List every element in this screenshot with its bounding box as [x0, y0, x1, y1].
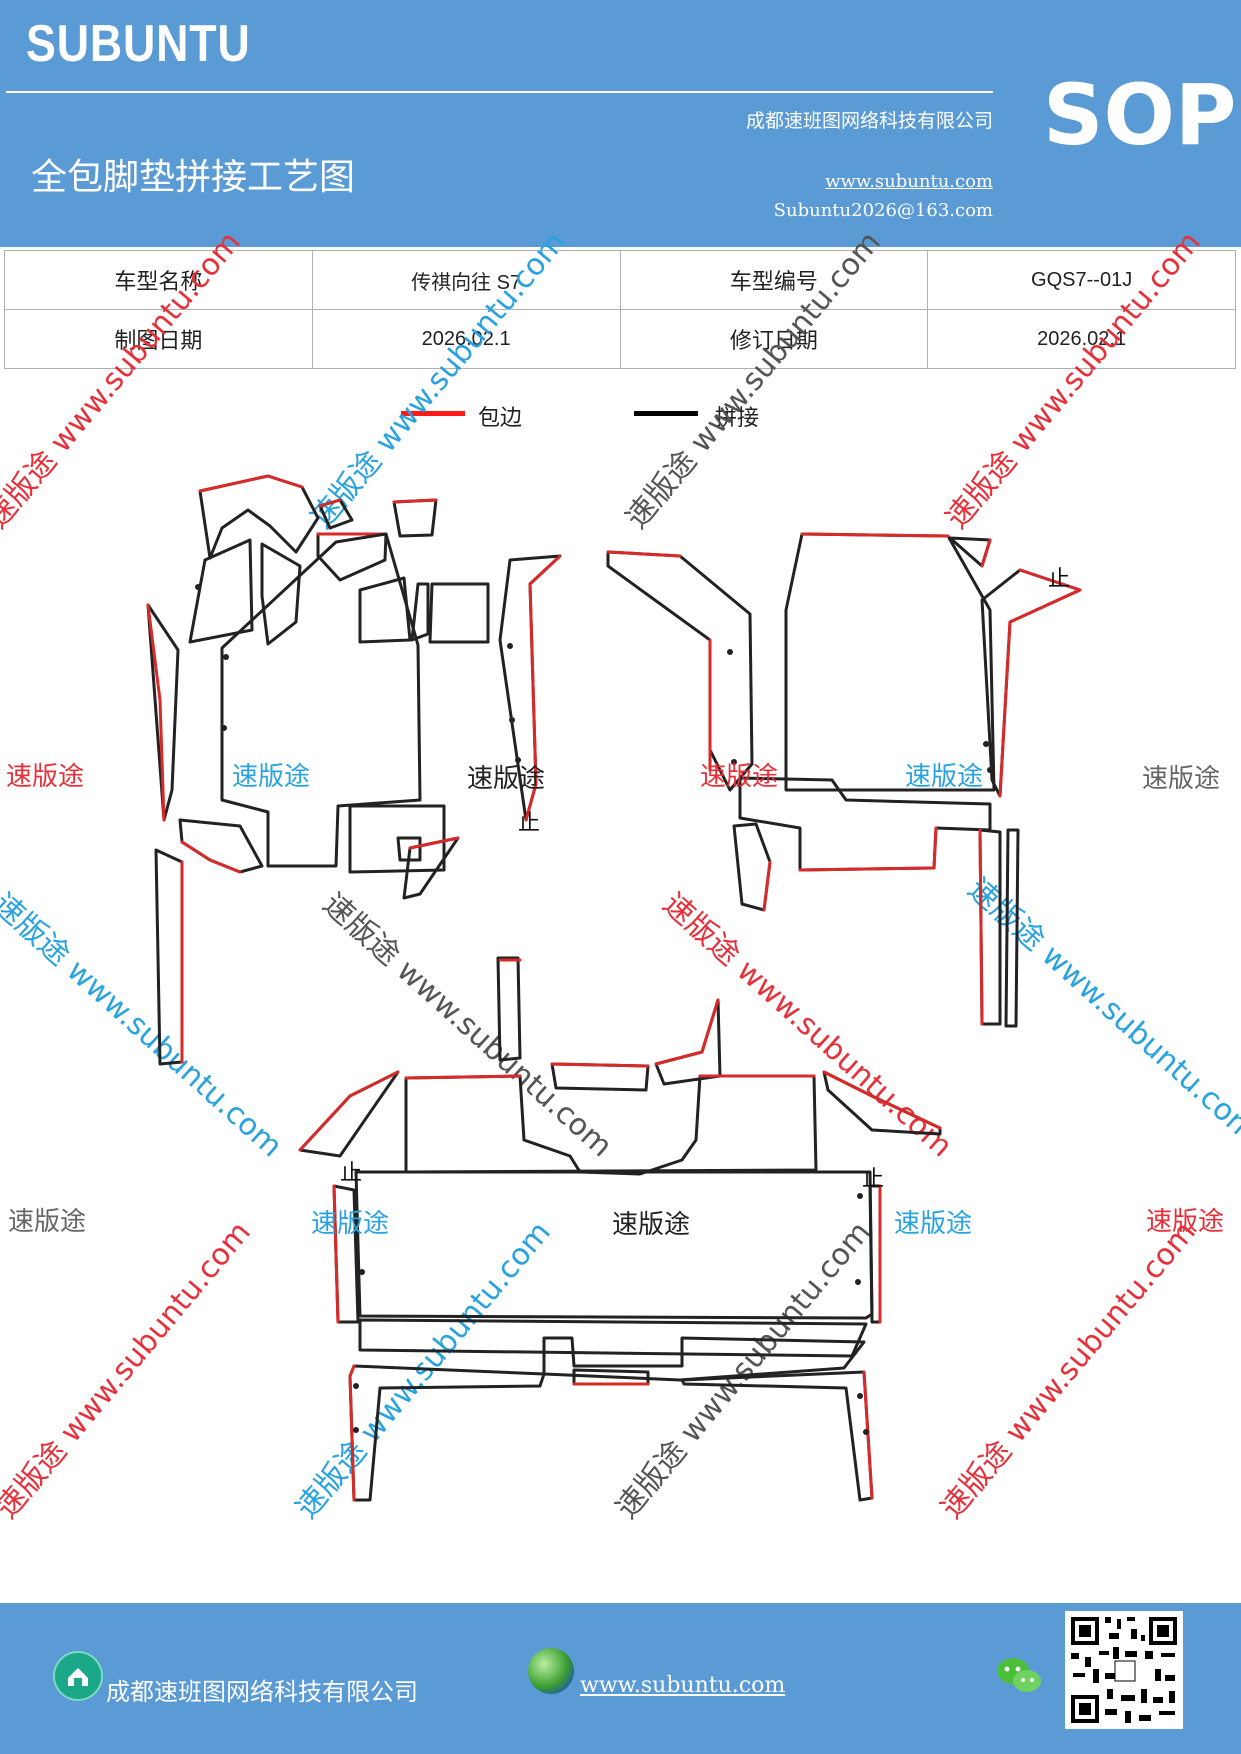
watermark-brand: 速版途 [1146, 1207, 1225, 1237]
watermark-brand: 速版途 [700, 762, 779, 792]
watermark-brand: 速版途 [612, 1210, 691, 1240]
footer-company: 成都速班图网络科技有限公司 [106, 1678, 418, 1706]
footer-website-link[interactable]: www.subuntu.com [580, 1673, 786, 1698]
watermark-brand: 速版途 [8, 1207, 87, 1237]
website-link[interactable]: www.subuntu.com [825, 171, 993, 192]
watermark-brand: 速版途 [6, 762, 85, 792]
legend-wrap-label: 包边 [478, 406, 523, 431]
value-revise-date: 2026.02.1 [927, 309, 1236, 369]
globe-icon [528, 1648, 574, 1694]
watermark-brand: 速版途 [232, 762, 311, 792]
brand-logo: SUBUNTU [26, 15, 251, 73]
email-address[interactable]: Subuntu2026@163.com [773, 200, 993, 221]
watermark-brand: 速版途 [1142, 764, 1221, 794]
label-revise-date: 修订日期 [619, 309, 929, 369]
stop-mark: 止 [340, 1161, 362, 1186]
company-name: 成都速班图网络科技有限公司 [745, 110, 993, 132]
legend-splice-label: 拼接 [715, 406, 760, 431]
watermark-brand: 速版途 [311, 1209, 390, 1239]
header-banner: SUBUNTU 成都速班图网络科技有限公司 SOP 全包脚垫拼接工艺图 www.… [0, 0, 1241, 247]
watermark-brand: 速版途 [905, 762, 984, 792]
header-divider [6, 91, 993, 93]
page-title: 全包脚垫拼接工艺图 [31, 157, 356, 198]
info-table: 车型名称 传祺向往 S7 车型编号 GQS7--01J 制图日期 2026.02… [4, 250, 1236, 369]
watermark-brand: 速版途 [467, 764, 546, 794]
label-model-code: 车型编号 [619, 250, 929, 310]
house-icon [53, 1651, 103, 1701]
table-row: 制图日期 2026.02.1 修订日期 2026.02.1 [4, 309, 1236, 369]
qr-code[interactable] [1065, 1611, 1183, 1729]
label-draw-date: 制图日期 [4, 309, 313, 369]
legend-wrap-line [401, 411, 465, 416]
doc-type: SOP [1043, 66, 1237, 164]
value-draw-date: 2026.02.1 [311, 309, 621, 369]
watermark-brand: 速版途 [894, 1209, 973, 1239]
legend-splice-line [634, 411, 698, 416]
stop-mark: 止 [518, 811, 540, 836]
stop-mark: 止 [862, 1167, 884, 1192]
value-model-name: 传祺向往 S7 [311, 250, 621, 310]
wechat-icon[interactable] [995, 1655, 1043, 1697]
stop-mark: 止 [1048, 567, 1070, 592]
label-model-name: 车型名称 [4, 250, 313, 310]
